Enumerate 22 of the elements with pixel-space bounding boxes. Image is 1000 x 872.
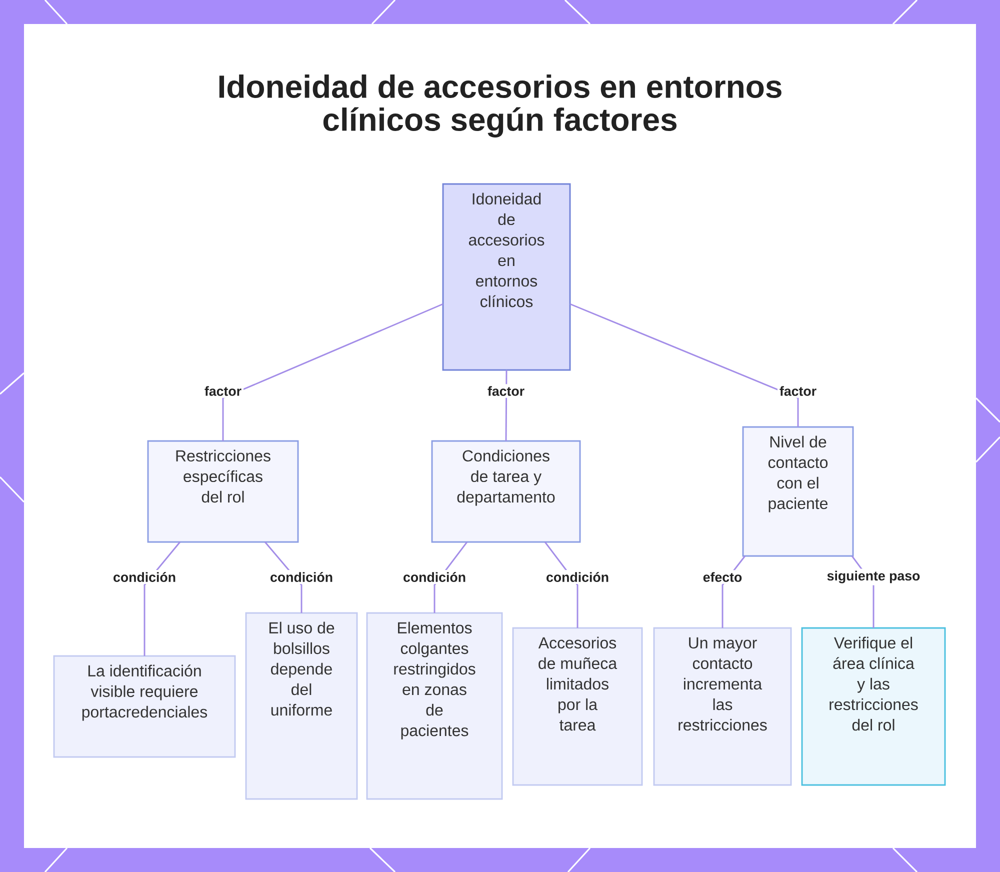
edge-label: efecto [700, 570, 744, 584]
branch-box: Condiciones de tarea y departamento [431, 440, 581, 543]
edge-label: condición [544, 570, 611, 584]
highlight-box: Verifique el área clínica y las restricciones del rol [801, 627, 946, 786]
edge-label: condición [111, 570, 178, 584]
edge-label: siguiente paso [824, 568, 922, 586]
leaf-box: Accesorios de muñeca limitados por la tarea [512, 627, 643, 786]
leaf-box: La identificación visible requiere portacredenciales [53, 655, 236, 758]
leaf-box: Elementos colgantes restringidos en zonas de pacientes [366, 612, 503, 800]
edge-label: factor [485, 384, 527, 398]
branch-box: Nivel de contacto con el paciente [742, 426, 854, 557]
leaf-box: El uso de bolsillos depende del uniforme [245, 612, 358, 800]
edge-label: factor [777, 384, 819, 398]
edge-label: condición [401, 570, 468, 584]
connector-line [570, 303, 799, 427]
leaf-box: Un mayor contacto incrementa las restricciones [653, 627, 792, 786]
root-box: Idoneidad de accesorios en entornos clínicos [442, 183, 571, 371]
title: Idoneidad de accesorios en entornos clínicos según factores [219, 74, 782, 138]
connector-line [222, 303, 444, 441]
edge-label: factor [202, 384, 244, 398]
edge-label: condición [268, 570, 335, 584]
branch-box: Restricciones específicas del rol [147, 440, 299, 543]
